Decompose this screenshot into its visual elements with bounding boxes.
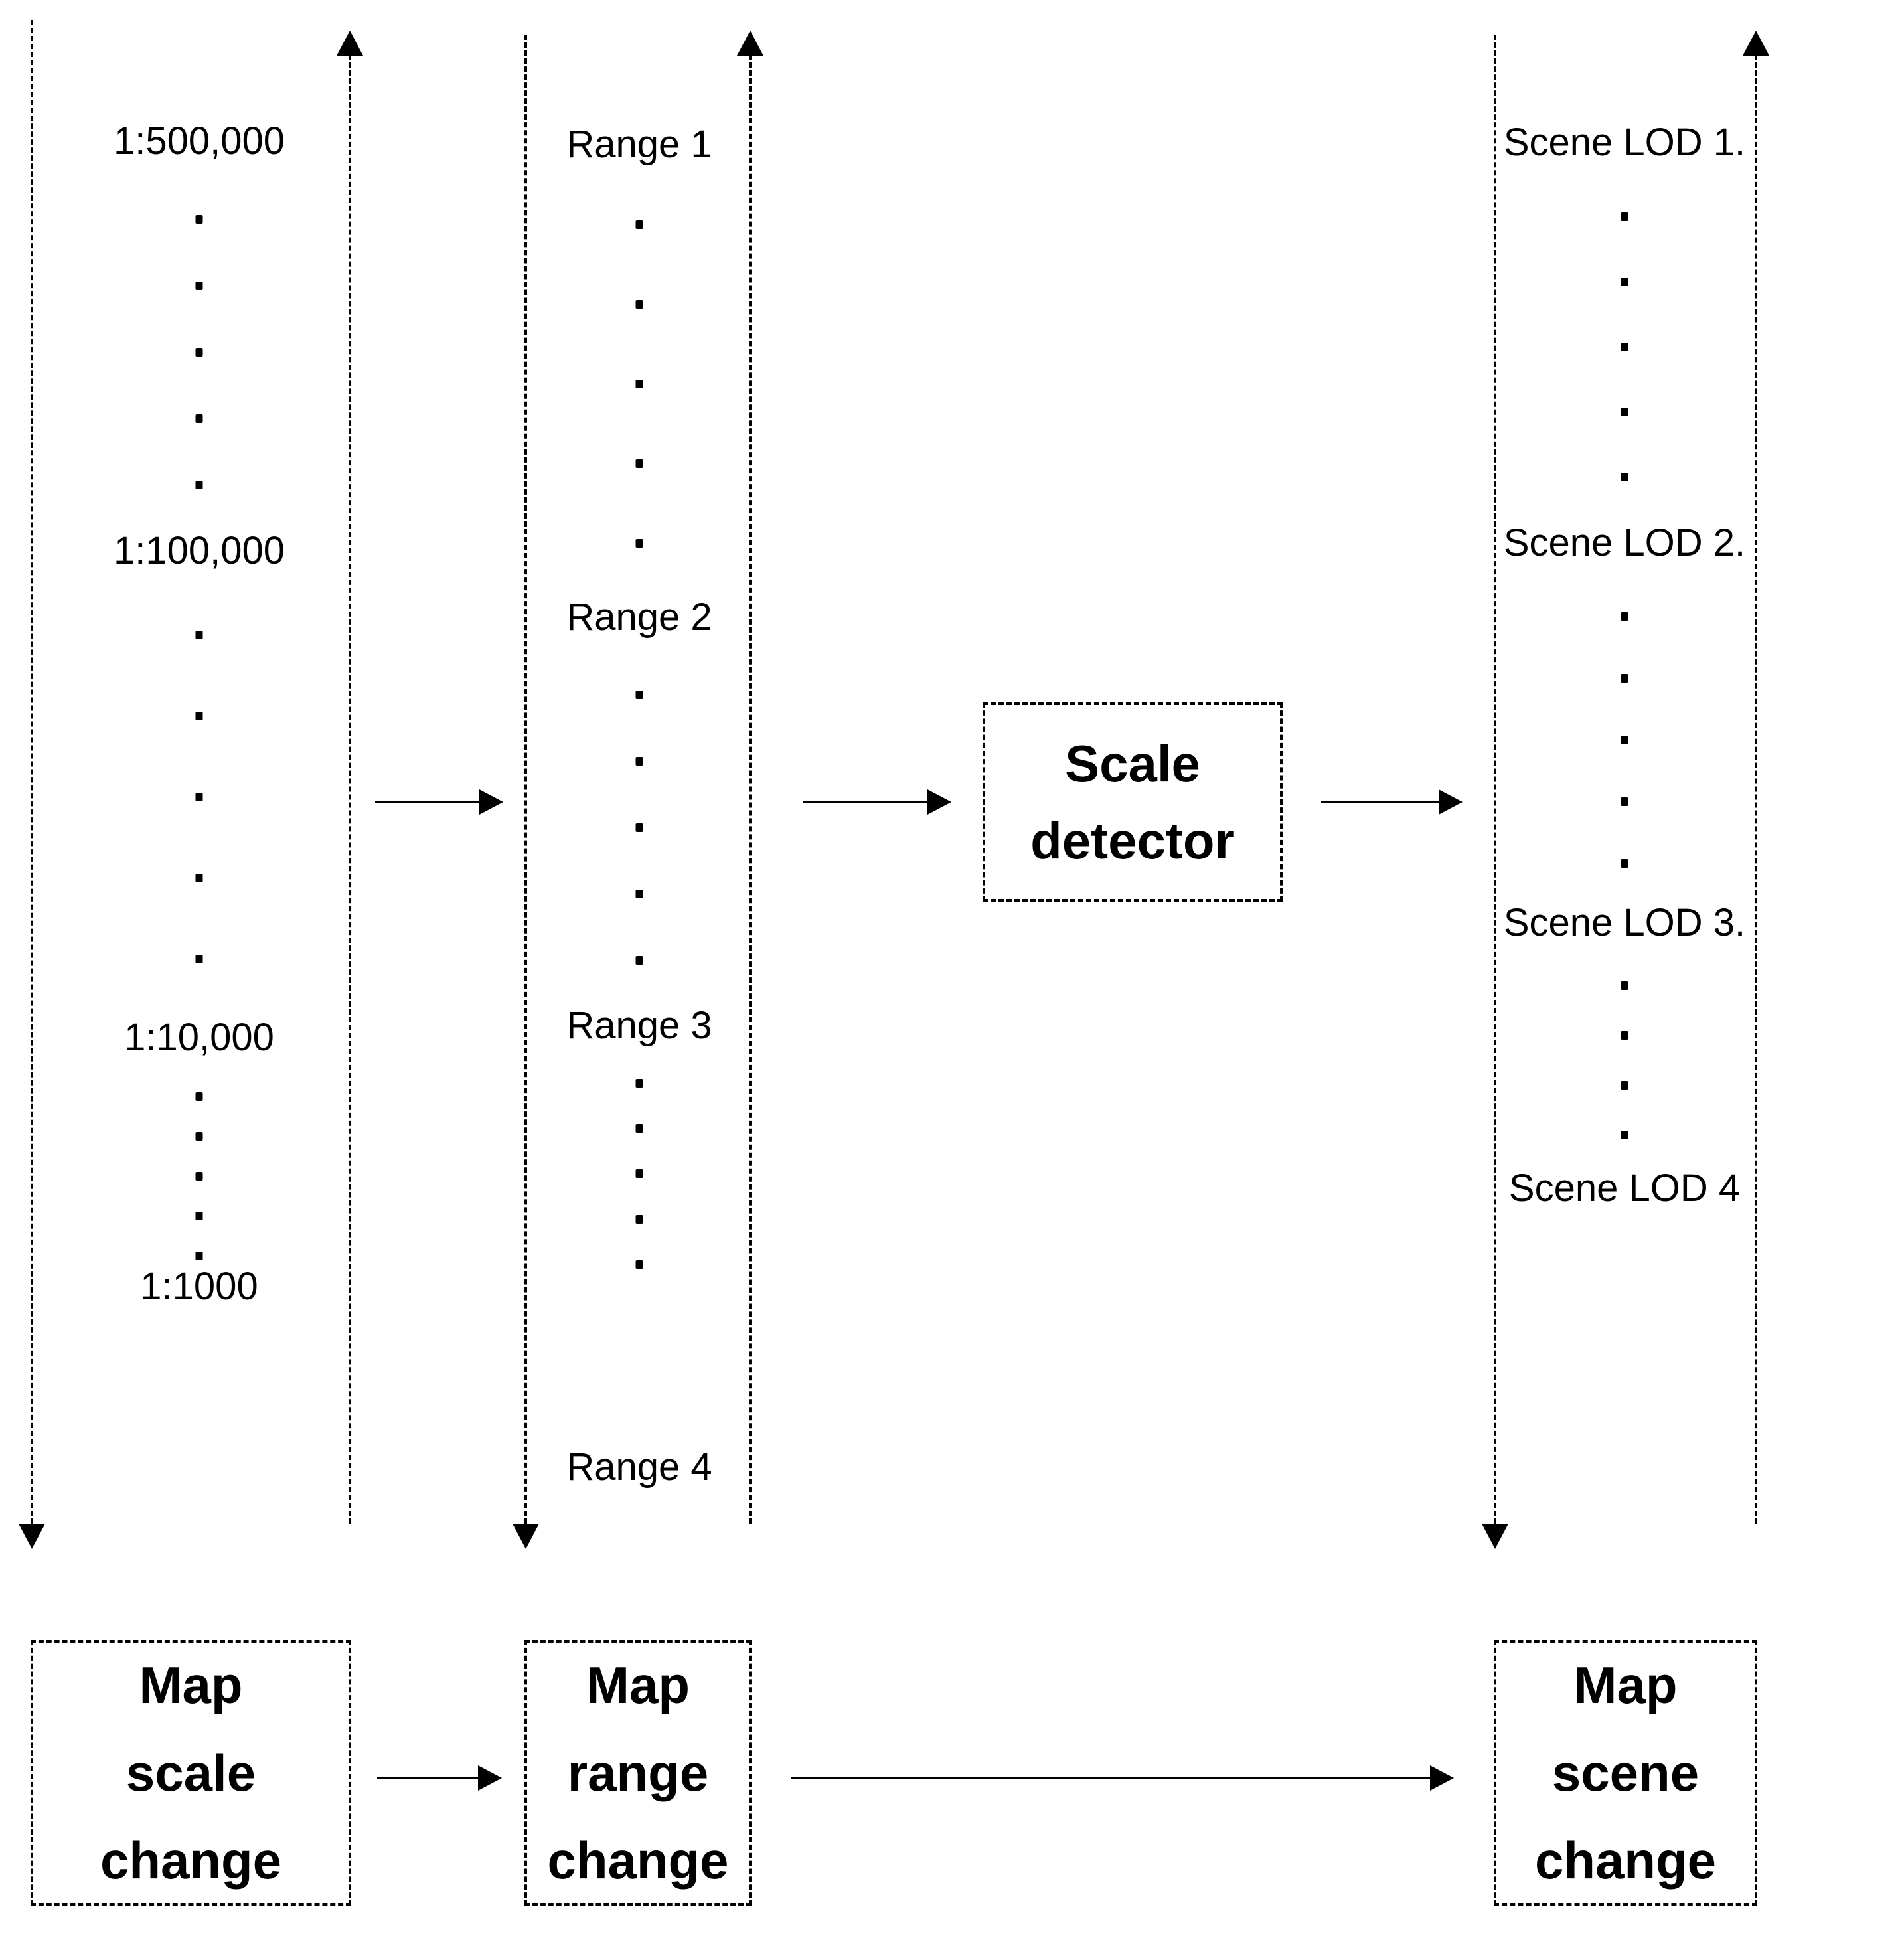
scene-lod-label: Scene LOD 4 (1508, 1167, 1741, 1210)
ellipsis-dot (195, 1212, 203, 1220)
ellipsis-dot (635, 1079, 643, 1088)
scale-detector-label-line1: Scale (1065, 734, 1200, 793)
flow-arrow-rangebox-to-scenebox (791, 1777, 1432, 1779)
ellipsis-dot (635, 823, 643, 832)
down-arrow-icon (513, 1524, 539, 1549)
map-scale-change-box: Map scale change (31, 1640, 351, 1906)
ellipsis-dot (635, 539, 643, 548)
ellipsis-dot (635, 1215, 643, 1224)
ellipsis-dot (635, 691, 643, 699)
map-range-label: Range 2 (566, 596, 712, 639)
ellipsis-dot (1621, 612, 1628, 621)
ellipsis-dot (635, 1260, 643, 1269)
ellipsis-dot (1621, 1031, 1628, 1040)
map-range-label: Range 3 (566, 1004, 712, 1047)
scene-lod-axis-line-down (1494, 35, 1496, 1524)
map-scale-value-label: 1:10,000 (124, 1016, 274, 1059)
ellipsis-dot (1621, 736, 1628, 744)
ellipsis-dot (195, 874, 203, 882)
map-scale-value-label: 1:100,000 (113, 529, 285, 572)
ellipsis-dot (195, 348, 203, 357)
ellipsis-dot (195, 215, 203, 224)
map-range-change-label-line1: Map (586, 1656, 690, 1714)
ellipsis-dot (1621, 1131, 1628, 1139)
ellipsis-dot (195, 1172, 203, 1181)
right-arrow-icon (1439, 789, 1463, 815)
right-arrow-icon (1430, 1765, 1454, 1791)
right-arrow-icon (479, 789, 503, 815)
map-scale-change-label-line2: scale (125, 1744, 256, 1802)
map-scene-change-label-line1: Map (1573, 1656, 1678, 1714)
flow-arrow-scalebox-to-rangebox (377, 1777, 480, 1779)
map-scale-change-label-line3: change (100, 1831, 282, 1890)
up-arrow-icon (337, 31, 363, 56)
map-range-axis-line-up (749, 54, 752, 1524)
ellipsis-dot (635, 890, 643, 898)
ellipsis-dot (1621, 212, 1628, 221)
map-range-axis-line-down (524, 35, 527, 1524)
ellipsis-dot (1621, 473, 1628, 481)
map-scene-change-label-line3: change (1534, 1831, 1717, 1890)
map-range-change-box: Map range change (524, 1640, 752, 1906)
ellipsis-dot (195, 1252, 203, 1260)
scene-lod-label: Scene LOD 2. (1503, 521, 1746, 564)
ellipsis-dot (195, 712, 203, 720)
ellipsis-dot (195, 414, 203, 423)
map-scale-axis-line-down (31, 20, 33, 1524)
scale-detector-box: Scale detector (983, 702, 1283, 902)
map-range-change-label-line2: range (567, 1744, 709, 1802)
down-arrow-icon (1482, 1524, 1508, 1549)
ellipsis-dot (635, 459, 643, 468)
map-scene-change-label-line2: scene (1551, 1744, 1700, 1802)
ellipsis-dot (1621, 278, 1628, 286)
ellipsis-dot (195, 1132, 203, 1141)
right-arrow-icon (927, 789, 951, 815)
ellipsis-dot (635, 1169, 643, 1178)
ellipsis-dot (1621, 859, 1628, 868)
ellipsis-dot (1621, 797, 1628, 806)
ellipsis-dot (1621, 343, 1628, 351)
scene-lod-axis-line-up (1755, 54, 1757, 1524)
ellipsis-dot (195, 631, 203, 639)
ellipsis-dot (635, 300, 643, 309)
ellipsis-dot (635, 757, 643, 766)
ellipsis-dot (195, 1092, 203, 1101)
down-arrow-icon (19, 1524, 45, 1549)
scale-detector-label-line2: detector (1030, 811, 1235, 870)
up-arrow-icon (737, 31, 763, 56)
ellipsis-dot (1621, 674, 1628, 683)
ellipsis-dot (195, 955, 203, 963)
ellipsis-dot (635, 956, 643, 965)
map-scene-change-box: Map scene change (1494, 1640, 1757, 1906)
ellipsis-dot (1621, 1081, 1628, 1090)
map-scale-value-label: 1:500,000 (113, 120, 285, 163)
right-arrow-icon (478, 1765, 502, 1791)
ellipsis-dot (635, 380, 643, 388)
map-range-label: Range 1 (566, 123, 712, 166)
flow-arrow-scale-to-range (375, 801, 481, 803)
flow-arrow-range-to-detector (803, 801, 929, 803)
ellipsis-dot (1621, 408, 1628, 416)
ellipsis-dot (1621, 981, 1628, 990)
map-range-label: Range 4 (566, 1445, 712, 1489)
map-scale-axis-line-up (349, 54, 351, 1524)
ellipsis-dot (195, 793, 203, 801)
ellipsis-dot (195, 282, 203, 290)
scene-lod-label: Scene LOD 1. (1503, 121, 1746, 164)
ellipsis-dot (635, 1124, 643, 1133)
map-scale-value-label: 1:1000 (140, 1265, 258, 1308)
map-range-change-label-line3: change (547, 1831, 729, 1890)
map-scale-change-label-line1: Map (139, 1656, 243, 1714)
ellipsis-dot (635, 220, 643, 229)
scene-lod-label: Scene LOD 3. (1503, 901, 1746, 944)
flow-arrow-detector-to-scene (1321, 801, 1441, 803)
ellipsis-dot (195, 481, 203, 489)
up-arrow-icon (1743, 31, 1769, 56)
